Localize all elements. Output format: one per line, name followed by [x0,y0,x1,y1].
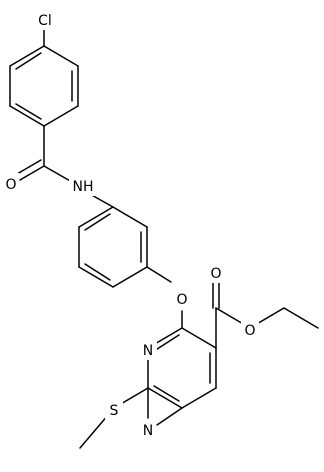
atom-ester-alkoxy-o: O [241,318,259,340]
svg-text:O: O [210,266,221,282]
atom-cl: Cl [34,8,56,30]
svg-text:N: N [143,423,153,439]
ester-co-double-bond [212,281,220,309]
svg-text:O: O [176,292,187,308]
atom-ester-carbonyl-o: O [207,261,225,283]
svg-text:NH: NH [73,179,94,195]
atom-ether-o: O [173,287,191,309]
atom-amide-o: O [3,173,19,193]
amide-cn-bond [43,165,73,183]
central-phenyl-ring [78,206,148,288]
amide-co-double-bond [16,159,45,181]
aryl-ether-bond [146,266,172,283]
svg-text:N: N [143,343,153,359]
atom-amide-nh: NH [69,174,97,196]
ethyl-cc-bond [283,307,319,329]
pyrimidine-ring [147,327,217,409]
n1-c6-bond [156,407,183,426]
svg-text:O: O [244,323,255,339]
svg-text:S: S [110,403,119,419]
atom-n3: N [139,338,157,360]
chlorophenyl-ring [9,45,79,127]
svg-text:O: O [5,177,16,193]
atom-n1: N [139,418,157,440]
atom-s: S [105,398,123,420]
svg-text:Cl: Cl [38,13,52,29]
